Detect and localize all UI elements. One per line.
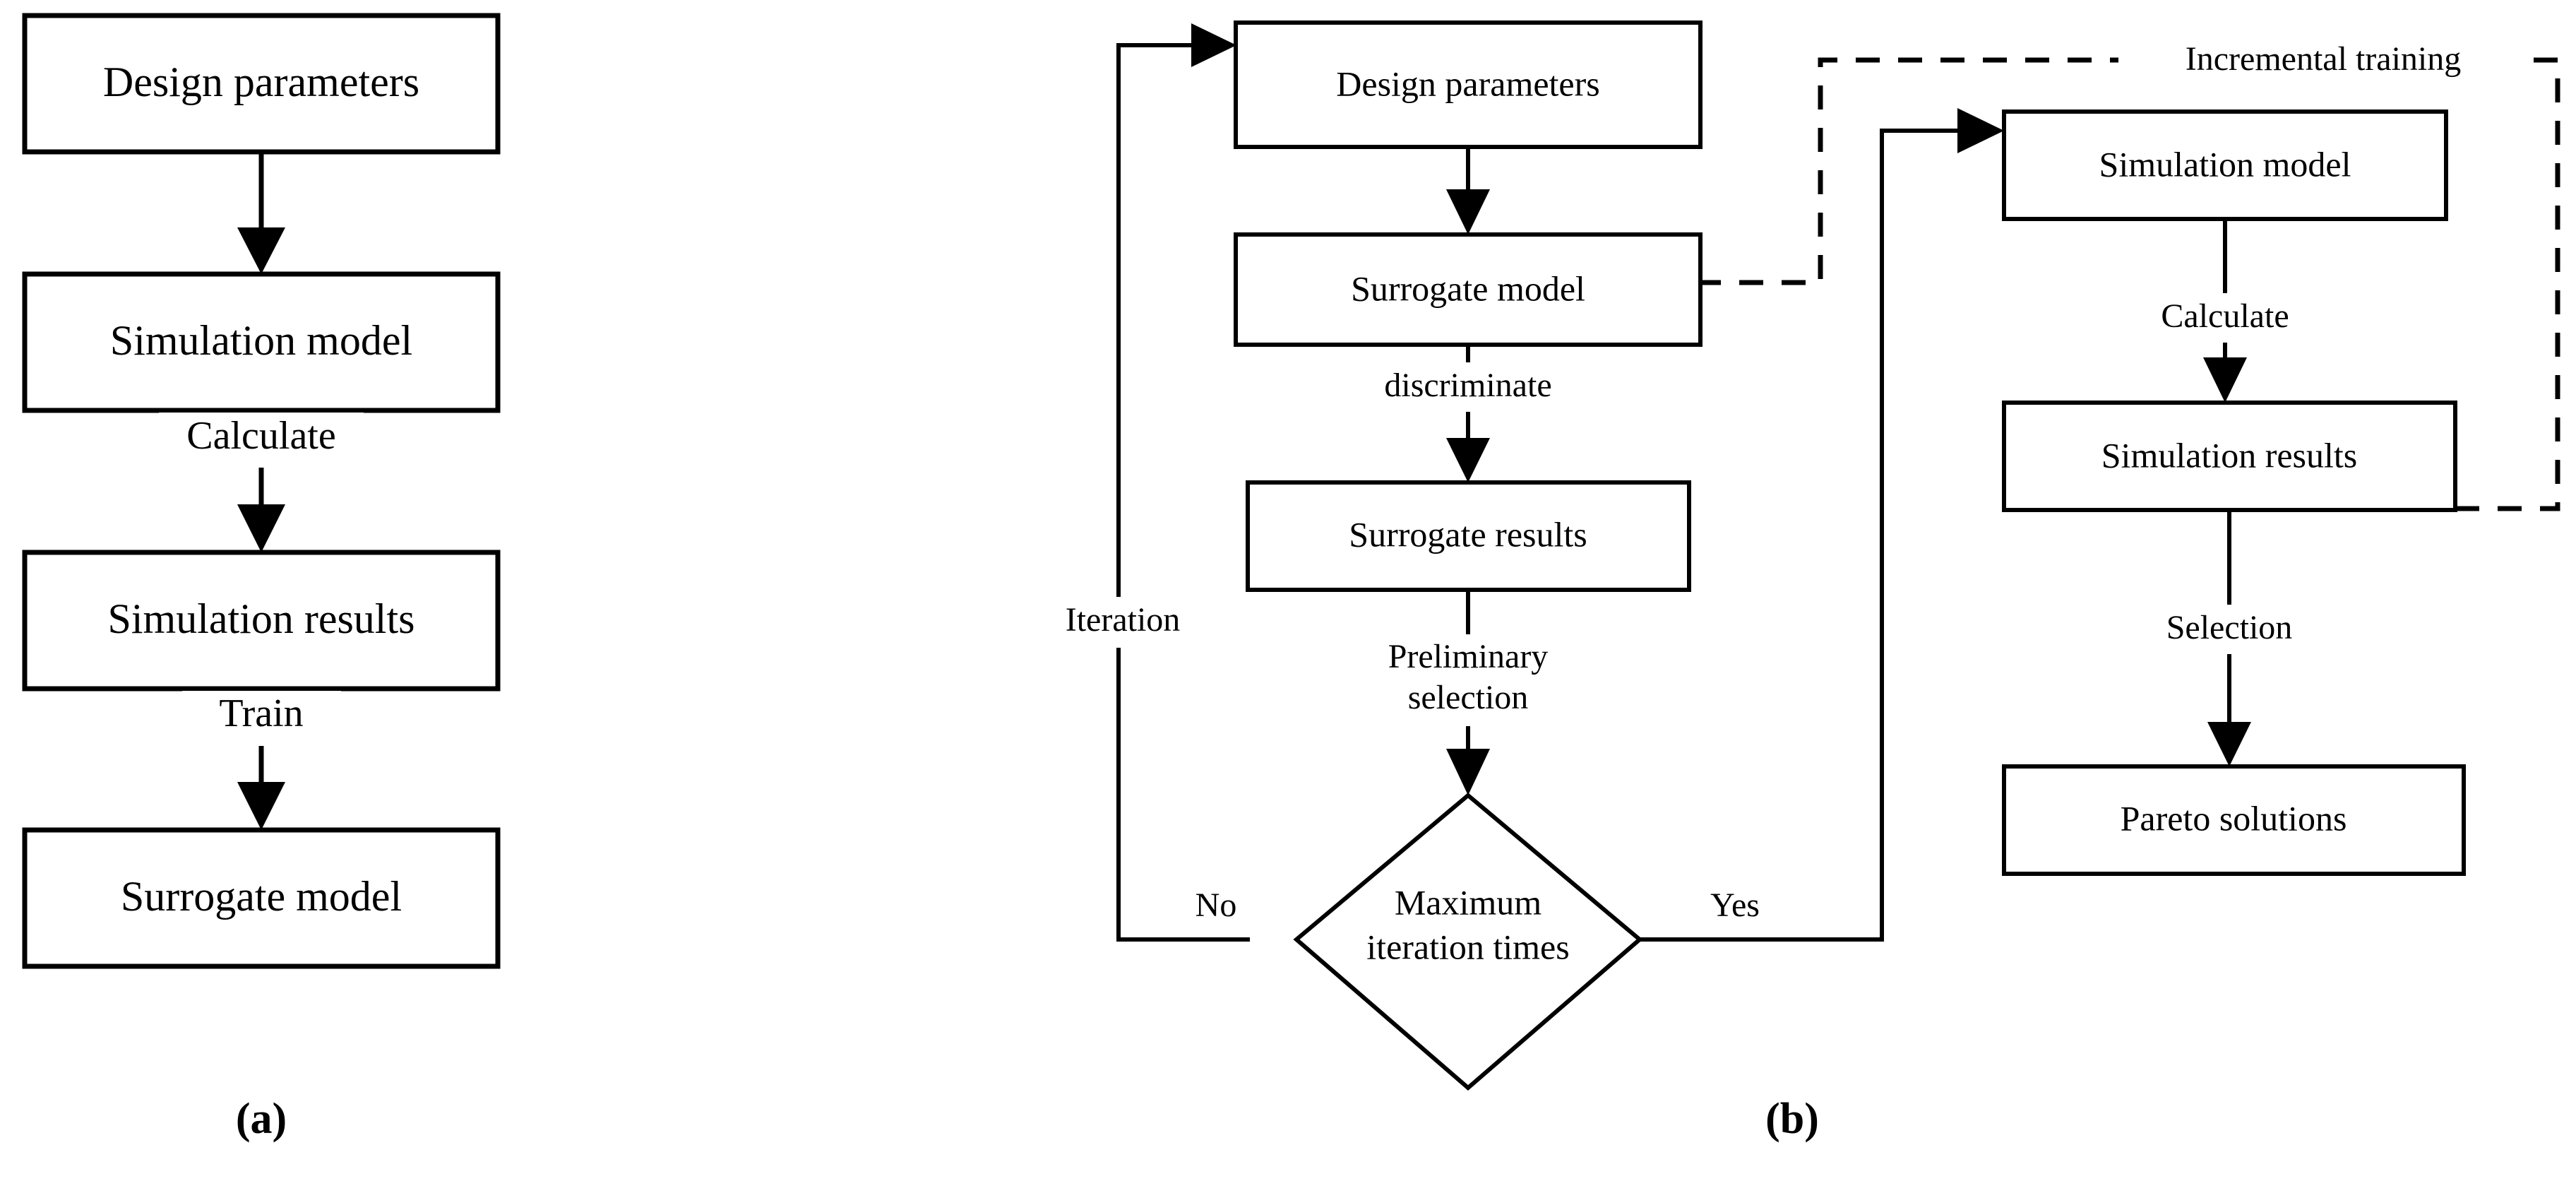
panel-b-node-simulation-model-box [2002,109,2448,221]
panel-b-edge-discriminate-label: discriminate [1384,367,1551,404]
panel-b-edge-discriminate: discriminate [1342,345,1596,482]
panel-a-node-simulation-results[interactable]: Simulation results [22,550,501,692]
panel-b-edge-label-yes: Yes [1710,886,1760,924]
panel-a-edge-calculate-arrowhead [237,504,285,552]
panel-b-edge-calculate-label-backdrop [2108,293,2348,343]
panel-a-node-simulation-model[interactable]: Simulation model [22,271,501,413]
panel-a-edge-calculate-label: Calculate [186,414,335,458]
panel-a-edge-design-to-simulation-arrowhead [237,227,285,274]
panel-b-node-surrogate-model[interactable]: Surrogate model [1234,232,1703,347]
panel-b-edge-calculate: Calculate [2108,219,2348,403]
panel-b-edge-label-no: No [1195,886,1237,924]
panel-a-edge-calculate: Calculate [159,410,364,552]
panel-b-edge-iteration: Iteration [1050,23,1250,942]
panel-a-caption: (a) [236,1095,287,1143]
panel-b-edge-iteration-arrowhead [1191,23,1236,67]
panel-b-edge-iteration-path [1116,43,1250,942]
panel-a-node-simulation-model-box [22,271,501,413]
panel-b-node-simulation-results[interactable]: Simulation results [2002,401,2457,512]
panel-b-edge-iteration-label-backdrop [1050,597,1191,648]
panel-a-node-simulation-results-label: Simulation results [108,595,415,642]
panel-b-edge-discriminate-label-backdrop [1342,362,1596,412]
panel-a: Design parameters Simulation model Calcu… [22,13,501,1143]
panel-a-edge-train-label: Train [219,692,303,735]
panel-b-edge-yes-branch-arrowhead [1957,108,2004,153]
panel-b-node-surrogate-results-box [1246,480,1691,592]
panel-b-node-max-iteration-decision-shape [1293,793,1643,1091]
panel-b-node-pareto-solutions[interactable]: Pareto solutions [2002,764,2466,876]
panel-a-node-design-parameters-label: Design parameters [103,59,419,105]
panel-a-node-simulation-model-label: Simulation model [110,317,412,364]
panel-a-edge-train-label-backdrop [182,691,341,746]
panel-a-node-surrogate-model-box [22,827,501,969]
panel-b-node-max-iteration-decision-label-line2: iteration times [1366,927,1569,966]
panel-b-node-pareto-solutions-label: Pareto solutions [2121,798,2347,838]
panel-b-node-surrogate-results[interactable]: Surrogate results [1246,480,1691,592]
panel-b-node-pareto-solutions-box [2002,764,2466,876]
panel-b-edge-preliminary-selection-label-backdrop [1338,634,1599,726]
panel-b-edge-preliminary-selection-label-line2: selection [1408,679,1529,716]
panel-a-node-design-parameters[interactable]: Design parameters [22,13,501,155]
panel-a-edge-design-to-simulation [237,152,285,274]
panel-b-edge-selection: Selection [2111,510,2348,766]
panel-b-edge-incremental-training-path [1539,57,2560,511]
panel-b-node-surrogate-model-label: Surrogate model [1351,268,1585,308]
panel-a-edge-train: Train [182,689,341,830]
panel-b-node-design-parameters-label: Design parameters [1336,64,1599,103]
panel-b-edge-discriminate-arrowhead [1446,438,1490,482]
panel-b-edge-calculate-arrowhead [2203,357,2247,403]
panel-b-edge-calculate-label: Calculate [2161,297,2289,335]
panel-b-node-surrogate-model-box [1234,232,1703,347]
panel-a-edge-calculate-label-backdrop [159,413,364,468]
panel-b-node-simulation-model-label: Simulation model [2099,144,2351,184]
panel-a-edge-train-arrowhead [237,782,285,830]
panel-b-edge-selection-label: Selection [2166,609,2293,646]
panel-b-node-design-parameters-box [1234,20,1703,149]
panel-b-node-simulation-results-box [2002,401,2457,512]
panel-b-caption: (b) [1765,1095,1819,1143]
panel-b-edge-preliminary-selection-arrowhead [1446,749,1490,795]
panel-a-node-design-parameters-box [22,13,501,155]
panel-b-edge-selection-label-backdrop [2111,605,2348,654]
panel-b-edge-iteration-label: Iteration [1066,601,1181,639]
panel-b: Incremental training Iteration Design pa… [1050,20,2560,1143]
panel-b-node-simulation-results-label: Simulation results [2101,435,2358,475]
panel-a-node-surrogate-model[interactable]: Surrogate model [22,827,501,969]
panel-a-node-simulation-results-box [22,550,501,692]
panel-b-node-max-iteration-decision-label-line1: Maximum [1395,882,1542,922]
panel-b-node-design-parameters[interactable]: Design parameters [1234,20,1703,149]
panel-b-node-simulation-model[interactable]: Simulation model [2002,109,2448,221]
panel-b-edge-preliminary-selection-label-line1: Preliminary [1388,638,1549,675]
panel-b-node-max-iteration-decision[interactable]: Maximum iteration times [1293,793,1643,1091]
panel-b-edge-design-to-surrogate-arrowhead [1446,189,1490,235]
panel-a-node-surrogate-model-label: Surrogate model [121,873,402,920]
panel-b-edge-incremental-training: Incremental training [1496,32,2560,511]
panel-b-edge-preliminary-selection: Preliminary selection [1338,590,1599,795]
panel-b-edge-yes-branch [1426,108,2004,942]
panel-b-node-surrogate-results-label: Surrogate results [1349,514,1587,554]
panel-b-edge-incremental-training-label-backdrop [2118,32,2528,88]
panel-b-edge-design-to-surrogate [1446,147,1490,235]
panel-b-edge-selection-arrowhead [2207,722,2251,766]
panel-b-edge-yes-branch-path [1426,129,1960,942]
panel-b-edge-incremental-training-label: Incremental training [2186,40,2462,78]
